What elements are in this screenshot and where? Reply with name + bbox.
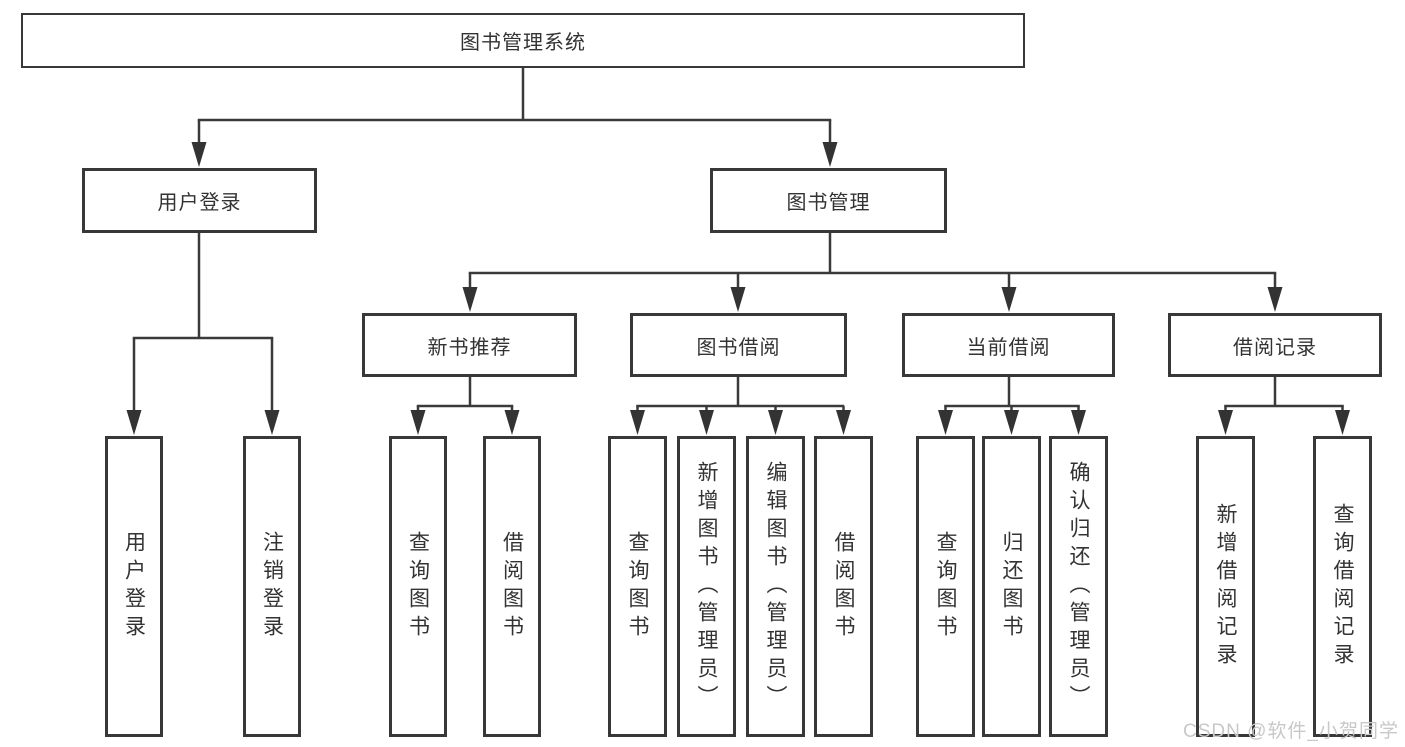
leaf-logout-label: 注销登录 bbox=[260, 530, 284, 643]
leaf-cb-query-book-label: 查询图书 bbox=[934, 530, 957, 643]
leaf-nbr-query-book: 查询图书 bbox=[389, 436, 447, 737]
arrowhead-bb-add bbox=[699, 410, 714, 435]
arrowhead-leaf-logout bbox=[264, 410, 280, 435]
leaf-bb-query-book-label: 查询图书 bbox=[626, 530, 649, 643]
leaf-logout: 注销登录 bbox=[243, 436, 301, 737]
arrowhead-bb-borrow bbox=[836, 410, 851, 435]
leaf-cb-confirm-return-admin-label: 确认归还（管理员） bbox=[1067, 460, 1090, 713]
leaf-br-add-record-label: 新增借阅记录 bbox=[1214, 502, 1237, 671]
node-root-label: 图书管理系统 bbox=[460, 32, 586, 54]
arrowhead-br-add bbox=[1218, 410, 1233, 435]
arrowhead-user-login bbox=[191, 142, 207, 167]
node-current-borrow: 当前借阅 bbox=[902, 313, 1115, 377]
leaf-bb-borrow-book-label: 借阅图书 bbox=[832, 530, 855, 643]
arrowhead-nbr-query bbox=[410, 410, 426, 435]
leaf-br-query-record: 查询借阅记录 bbox=[1313, 436, 1372, 737]
node-borrow-record-label: 借阅记录 bbox=[1233, 336, 1317, 359]
leaf-bb-borrow-book: 借阅图书 bbox=[814, 436, 873, 737]
arrowhead-nbr-borrow bbox=[504, 410, 520, 435]
leaf-cb-query-book: 查询图书 bbox=[916, 436, 975, 737]
node-new-book-recommend-label: 新书推荐 bbox=[427, 336, 512, 359]
arrowhead-new-book bbox=[462, 287, 478, 312]
arrowhead-cb-return bbox=[1004, 410, 1019, 435]
arrowhead-book-management bbox=[822, 142, 838, 167]
node-user-login-label: 用户登录 bbox=[157, 192, 242, 214]
leaf-br-query-record-label: 查询借阅记录 bbox=[1331, 502, 1354, 671]
node-book-management-label: 图书管理 bbox=[786, 192, 871, 214]
arrowhead-bb-edit bbox=[768, 410, 783, 435]
node-book-management: 图书管理 bbox=[710, 168, 947, 233]
leaf-cb-confirm-return-admin: 确认归还（管理员） bbox=[1049, 436, 1108, 737]
leaf-bb-edit-book-admin: 编辑图书（管理员） bbox=[746, 436, 805, 737]
node-book-borrow: 图书借阅 bbox=[630, 313, 847, 377]
csdn-watermark: CSDN @软件_小贺同学 bbox=[1183, 721, 1399, 742]
leaf-cb-return-book: 归还图书 bbox=[982, 436, 1041, 737]
node-new-book-recommend: 新书推荐 bbox=[362, 313, 577, 377]
leaf-bb-add-book-admin-label: 新增图书（管理员） bbox=[695, 460, 718, 713]
leaf-cb-return-book-label: 归还图书 bbox=[1000, 530, 1023, 643]
leaf-user-login: 用户登录 bbox=[105, 436, 163, 737]
arrowhead-cb-confirm bbox=[1071, 410, 1086, 435]
arrowhead-br-query bbox=[1335, 410, 1350, 435]
arrowhead-current-borrow bbox=[1001, 287, 1017, 312]
leaf-nbr-borrow-book-label: 借阅图书 bbox=[500, 530, 524, 643]
node-book-borrow-label: 图书借阅 bbox=[696, 336, 781, 359]
arrowhead-book-borrow bbox=[730, 287, 746, 312]
node-user-login: 用户登录 bbox=[82, 168, 317, 233]
leaf-nbr-borrow-book: 借阅图书 bbox=[483, 436, 541, 737]
arrowhead-leaf-login bbox=[126, 410, 142, 435]
arrowhead-bb-query bbox=[630, 410, 645, 435]
node-current-borrow-label: 当前借阅 bbox=[966, 336, 1051, 359]
arrowhead-cb-query bbox=[938, 410, 953, 435]
leaf-bb-edit-book-admin-label: 编辑图书（管理员） bbox=[764, 460, 787, 713]
node-root-library-system: 图书管理系统 bbox=[21, 13, 1025, 68]
node-borrow-record: 借阅记录 bbox=[1168, 313, 1382, 377]
leaf-user-login-label: 用户登录 bbox=[122, 530, 146, 643]
leaf-br-add-record: 新增借阅记录 bbox=[1196, 436, 1255, 737]
leaf-bb-add-book-admin: 新增图书（管理员） bbox=[677, 436, 736, 737]
leaf-nbr-query-book-label: 查询图书 bbox=[406, 530, 430, 643]
arrowhead-borrow-record bbox=[1267, 287, 1283, 312]
leaf-bb-query-book: 查询图书 bbox=[608, 436, 667, 737]
